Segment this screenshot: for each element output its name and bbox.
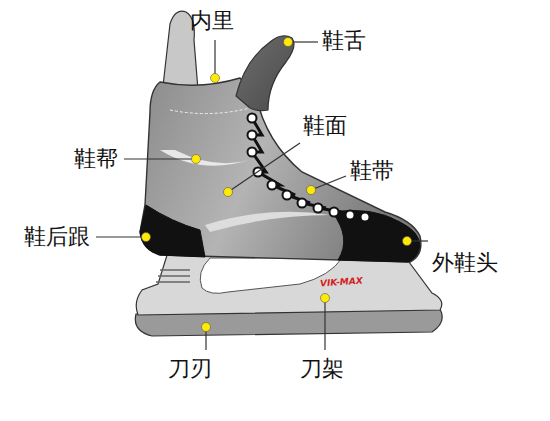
part-label: 刀刃 (168, 356, 212, 382)
part-label: 鞋舌 (322, 28, 366, 54)
part-label: 鞋带 (350, 158, 394, 184)
leader-lines (96, 40, 428, 350)
holder-ridges (156, 270, 190, 282)
toe-cap (332, 210, 420, 262)
part-label: 内里 (190, 8, 234, 34)
part-label: 鞋面 (303, 113, 347, 139)
part-label: 鞋帮 (74, 146, 118, 172)
callout-dots (142, 38, 412, 332)
heel-cap (140, 205, 205, 257)
part-label: 刀架 (300, 356, 344, 382)
part-label: 鞋后跟 (24, 224, 90, 250)
tongue (236, 36, 294, 111)
part-label: 外鞋头 (432, 250, 498, 276)
boot-upper (140, 78, 421, 262)
